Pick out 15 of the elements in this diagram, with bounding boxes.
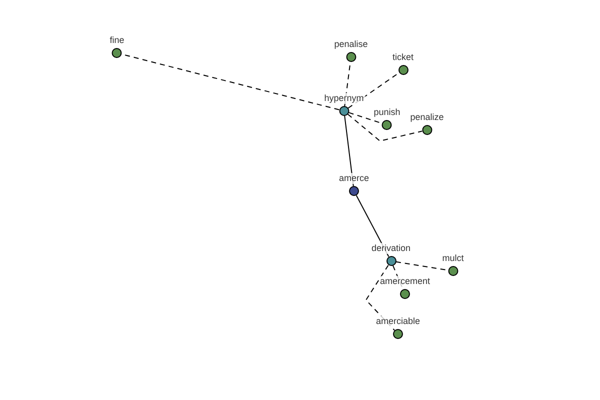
word-label: fine <box>108 35 126 46</box>
dashed-connector <box>347 114 423 142</box>
dashed-connector <box>365 264 396 331</box>
word-label: hypernym <box>323 93 365 104</box>
word-label: mulct <box>441 253 465 264</box>
word-label: ticket <box>392 52 414 63</box>
word-label: penalise <box>333 39 369 50</box>
connector <box>344 115 354 187</box>
word-label: derivation <box>370 243 412 254</box>
word-label: penalize <box>409 112 445 123</box>
word-label: amerciable <box>374 316 422 327</box>
word-label: amercement <box>378 276 432 287</box>
word-label: amerce <box>338 173 370 184</box>
word-label: punish <box>372 107 402 118</box>
dashed-connector <box>348 72 400 109</box>
